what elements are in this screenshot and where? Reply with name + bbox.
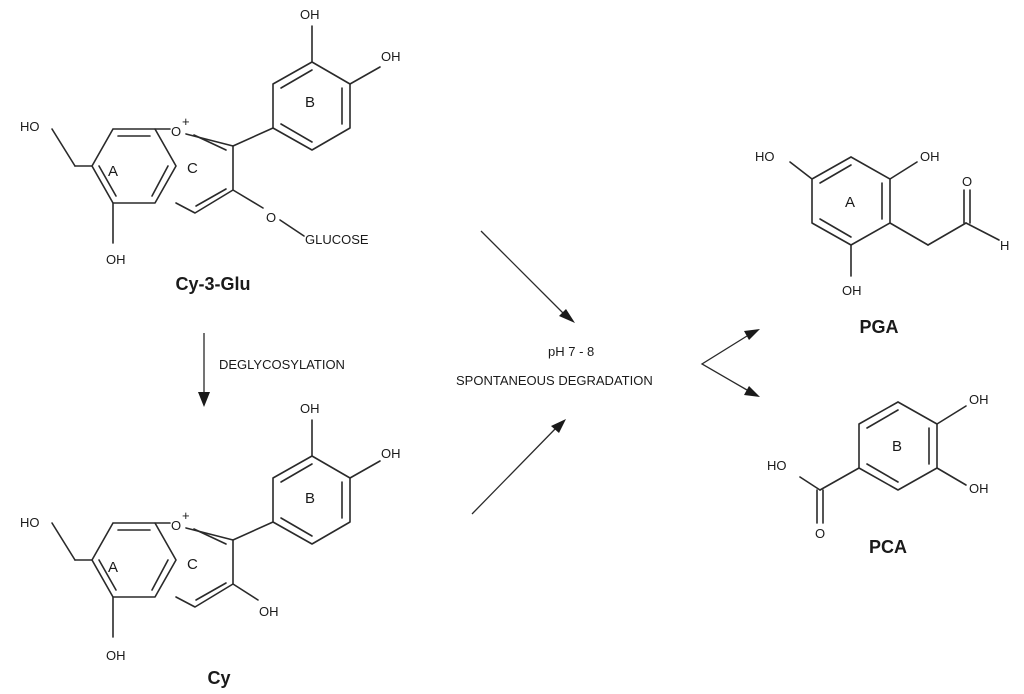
pga-name: PGA — [859, 317, 898, 337]
cy-ring-a-label: A — [108, 559, 118, 576]
pga-oh-bottom: OH — [842, 283, 862, 298]
pga-bond-oh-right — [889, 161, 918, 180]
cy3glu-bond-oh-left-2 — [51, 128, 76, 167]
cy3glu-bond-c3-o — [232, 189, 264, 209]
deglycosylation-arrow-head — [198, 392, 210, 407]
cy-oh-a-left: HO — [20, 515, 40, 530]
pga-structure — [789, 156, 1000, 277]
cy-bond-oh-right — [349, 460, 381, 479]
cy-charge: + — [182, 508, 190, 523]
cy3glu-oh-a-bottom: OH — [106, 252, 126, 267]
pga-ring-double-3 — [819, 218, 852, 238]
cy3glu-ring-b-double-3 — [280, 123, 313, 143]
cy-ring-a-bonds — [91, 522, 177, 598]
cy-ring-c-double-2 — [195, 582, 227, 601]
pga-ho-left: HO — [755, 149, 775, 164]
pca-ring-double-1 — [866, 409, 899, 429]
pca-ring-double-3 — [866, 463, 899, 483]
degradation-arrow-bottom-head — [551, 419, 566, 433]
cy3glu-ring-a-double-3 — [151, 165, 169, 197]
cy3glu-oh-a-left: HO — [20, 119, 40, 134]
cy3glu-glucose: GLUCOSE — [305, 232, 369, 247]
pca-structure — [799, 401, 967, 524]
cy3glu-ring-b-label: B — [305, 94, 315, 111]
pga-bond-ch — [965, 222, 1000, 241]
split-arrow-up-head — [744, 329, 760, 340]
pca-bond-oh-top — [936, 405, 967, 425]
pga-bond-ch2 — [889, 222, 929, 246]
degradation-arrow-top — [480, 230, 567, 317]
split-arrows — [700, 335, 748, 391]
pca-oh-bottom: OH — [969, 481, 989, 496]
degradation-condition: SPONTANEOUS DEGRADATION — [456, 373, 653, 388]
pga-oh-right: OH — [920, 149, 940, 164]
pga-ring-double-1 — [819, 164, 852, 184]
cy3glu-structure — [51, 25, 381, 244]
pga-bond-cho — [927, 222, 967, 246]
pca-ring-label: B — [892, 438, 902, 455]
cy3glu-ring-a-double-2 — [98, 165, 117, 197]
cy-bond-c3-oh — [232, 583, 259, 601]
pga-ring-label: A — [845, 194, 855, 211]
cy-ring-b-double-1 — [280, 463, 313, 483]
cy-oxonium-o: O — [171, 518, 181, 533]
cy3glu-ring-c-label: C — [187, 160, 198, 177]
cy-structure — [51, 419, 381, 638]
cy-oh-a-bottom: OH — [106, 648, 126, 663]
pca-acid-o: O — [815, 526, 825, 541]
ph-condition: pH 7 - 8 — [548, 344, 594, 359]
cy-ring-b-label: B — [305, 490, 315, 507]
cy-ring-c-label: C — [187, 556, 198, 573]
cy-ring-a-double-3 — [151, 559, 169, 591]
pga-aldehyde-h: H — [1000, 238, 1009, 253]
cy-oh-b-top: OH — [300, 401, 320, 416]
split-arrow-down-head — [744, 386, 760, 397]
cy-ring-c-double-1 — [193, 528, 227, 545]
cy3glu-bond-c-b — [232, 127, 274, 147]
cy3glu-ring-c-double-2 — [195, 188, 227, 207]
cy3glu-bond-oh-right — [349, 66, 381, 85]
cy3glu-ring-a-label: A — [108, 163, 118, 180]
cy3glu-charge: + — [182, 114, 190, 129]
degradation-arrow-bottom — [471, 426, 558, 515]
cy-bond-oh-left-2 — [51, 522, 76, 561]
cy-name: Cy — [207, 668, 230, 688]
cy3glu-ring-c-double-1 — [193, 134, 227, 151]
pca-bond-cooh — [819, 467, 860, 491]
cy3glu-oh-b-top: OH — [300, 7, 320, 22]
cy3glu-bond-o-glucose — [279, 219, 305, 237]
cy-oh-b-right: OH — [381, 446, 401, 461]
cy-ring-b-double-3 — [280, 517, 313, 537]
pca-oh-top: OH — [969, 392, 989, 407]
cy-ring-a-double-2 — [98, 559, 117, 591]
pca-bond-oh-bottom — [936, 467, 967, 486]
cy3glu-name: Cy-3-Glu — [175, 274, 250, 294]
cy-bond-c-b — [232, 521, 274, 541]
pca-bond-c-oh — [799, 476, 821, 491]
deglycosylation-label: DEGLYCOSYLATION — [219, 357, 345, 372]
cy3glu-oh-b-right: OH — [381, 49, 401, 64]
cy3glu-ring-a-bonds — [91, 128, 177, 204]
pga-carbonyl-o: O — [962, 174, 972, 189]
cy3glu-ether-o: O — [266, 210, 276, 225]
cy3glu-oxonium-o: O — [171, 124, 181, 139]
pca-acid-ho: HO — [767, 458, 787, 473]
pga-bond-ho — [789, 161, 813, 180]
pca-name: PCA — [869, 537, 907, 557]
cy-oh-c3: OH — [259, 604, 279, 619]
degradation-arrow-top-head — [559, 309, 575, 323]
cy3glu-ring-b-double-1 — [280, 69, 313, 89]
